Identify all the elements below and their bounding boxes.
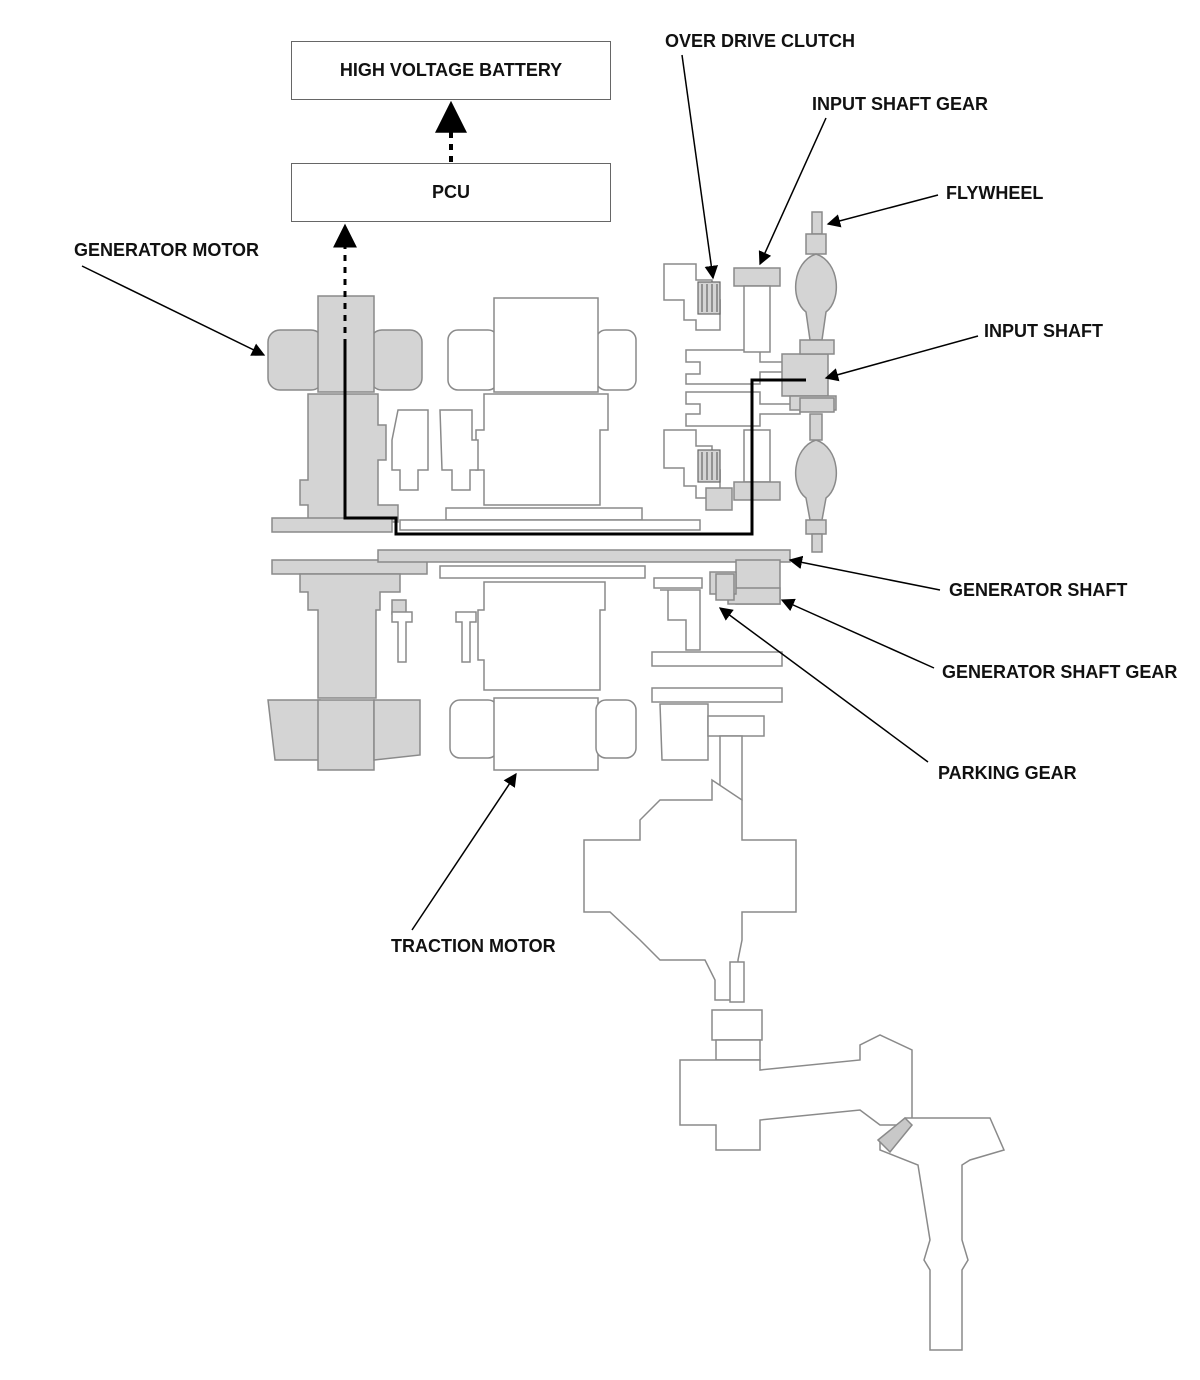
over-drive-clutch-label: OVER DRIVE CLUTCH bbox=[665, 31, 856, 51]
generator-shaft-part bbox=[377, 549, 791, 605]
differential-part bbox=[583, 715, 1006, 1351]
pcu-block: PCU bbox=[291, 163, 611, 222]
input-shaft-gear-part bbox=[705, 267, 781, 595]
generator-motor-part bbox=[267, 295, 428, 771]
parking-gear-part bbox=[715, 573, 735, 601]
leader-lines bbox=[81, 54, 979, 931]
input-shaft-label: INPUT SHAFT bbox=[984, 321, 1103, 341]
flywheel-label: FLYWHEEL bbox=[946, 183, 1044, 203]
parking-gear-label: PARKING GEAR bbox=[938, 763, 1077, 783]
high-voltage-battery-block: HIGH VOLTAGE BATTERY bbox=[291, 41, 611, 100]
input-shaft-gear-label: INPUT SHAFT GEAR bbox=[812, 94, 989, 114]
traction-motor-part bbox=[391, 297, 701, 771]
flywheel-part bbox=[794, 211, 838, 553]
generator-motor-label: GENERATOR MOTOR bbox=[74, 240, 260, 260]
generator-shaft-gear-label: GENERATOR SHAFT GEAR bbox=[942, 662, 1178, 682]
traction-motor-label: TRACTION MOTOR bbox=[391, 936, 556, 956]
overdrive-clutch-part bbox=[651, 263, 801, 761]
generator-shaft-label: GENERATOR SHAFT bbox=[949, 580, 1128, 600]
clutch-plates bbox=[697, 281, 721, 483]
power-flow-path bbox=[343, 345, 806, 536]
